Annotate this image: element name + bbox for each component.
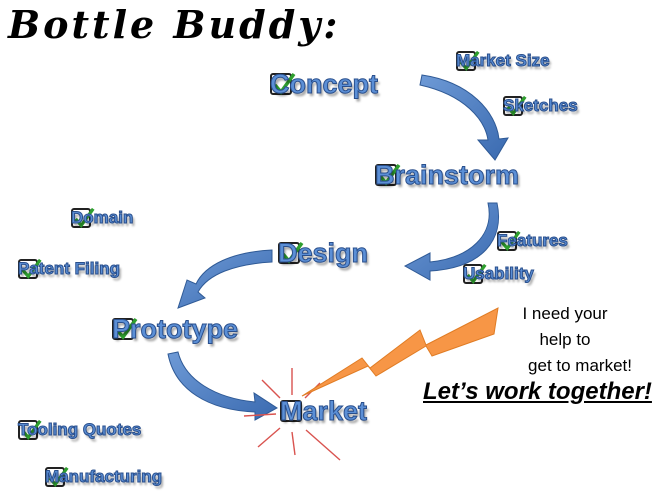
task-label: Features xyxy=(497,231,569,251)
checkbox-checked-icon xyxy=(112,317,138,340)
task-label: Usability xyxy=(463,264,535,284)
stage-label: Prototype xyxy=(111,313,239,344)
task-market-size: Market Size xyxy=(456,50,550,71)
task-label: Sketches xyxy=(503,96,579,116)
checkbox-checked-icon xyxy=(18,258,42,279)
arrow-prototype-to-market xyxy=(167,351,278,421)
lightning-bolt xyxy=(301,307,499,397)
stage-prototype: Prototype xyxy=(111,313,238,344)
task-usability: Usability xyxy=(463,263,534,284)
checkbox-checked-icon xyxy=(456,50,480,71)
callout-line-2: help to xyxy=(539,330,591,349)
stage-market: Market xyxy=(279,395,367,426)
task-label: Market Size xyxy=(456,51,551,71)
checkbox-checked-icon xyxy=(270,72,296,95)
call-to-action: Let’s work together! xyxy=(423,378,652,405)
task-features: Features xyxy=(497,230,568,251)
checkbox-checked-icon xyxy=(375,163,401,186)
task-label: Tooling Quotes xyxy=(17,420,142,440)
checkbox-checked-icon xyxy=(278,241,304,264)
stage-label: Market xyxy=(279,395,368,426)
checkbox-checked-icon xyxy=(71,207,95,228)
checkbox-checked-icon xyxy=(18,419,42,440)
arrow-brainstorm-to-design xyxy=(403,202,499,281)
task-label: Manufacturing xyxy=(44,467,163,487)
checkbox-empty-icon xyxy=(280,400,302,422)
task-label: Domain xyxy=(70,208,134,228)
checkbox-checked-icon xyxy=(45,466,69,487)
task-domain: Domain xyxy=(70,207,134,228)
checkbox-checked-icon xyxy=(503,95,527,116)
task-patent-filing: Patent Filing xyxy=(18,258,121,279)
stage-design: Design xyxy=(277,237,368,268)
callout-line-1: I need your xyxy=(522,304,608,323)
checkbox-checked-icon xyxy=(497,230,521,251)
task-label: Patent Filing xyxy=(18,259,121,279)
page-title: Bottle Buddy: xyxy=(8,2,341,47)
stage-label: Concept xyxy=(270,68,379,99)
task-tooling-quotes: Tooling Quotes xyxy=(17,419,142,440)
stage-concept: Concept xyxy=(270,68,379,99)
stage-brainstorm: Brainstorm xyxy=(374,159,519,190)
checkbox-checked-icon xyxy=(463,263,487,284)
stage-label: Design xyxy=(277,237,369,268)
callout-line-3: get to market! xyxy=(528,356,632,375)
task-sketches: Sketches xyxy=(503,95,578,116)
arrow-design-to-prototype xyxy=(177,249,273,309)
stage-label: Brainstorm xyxy=(374,159,520,190)
arrow-concept-to-brainstorm xyxy=(419,74,509,161)
task-manufacturing: Manufacturing xyxy=(44,466,163,487)
